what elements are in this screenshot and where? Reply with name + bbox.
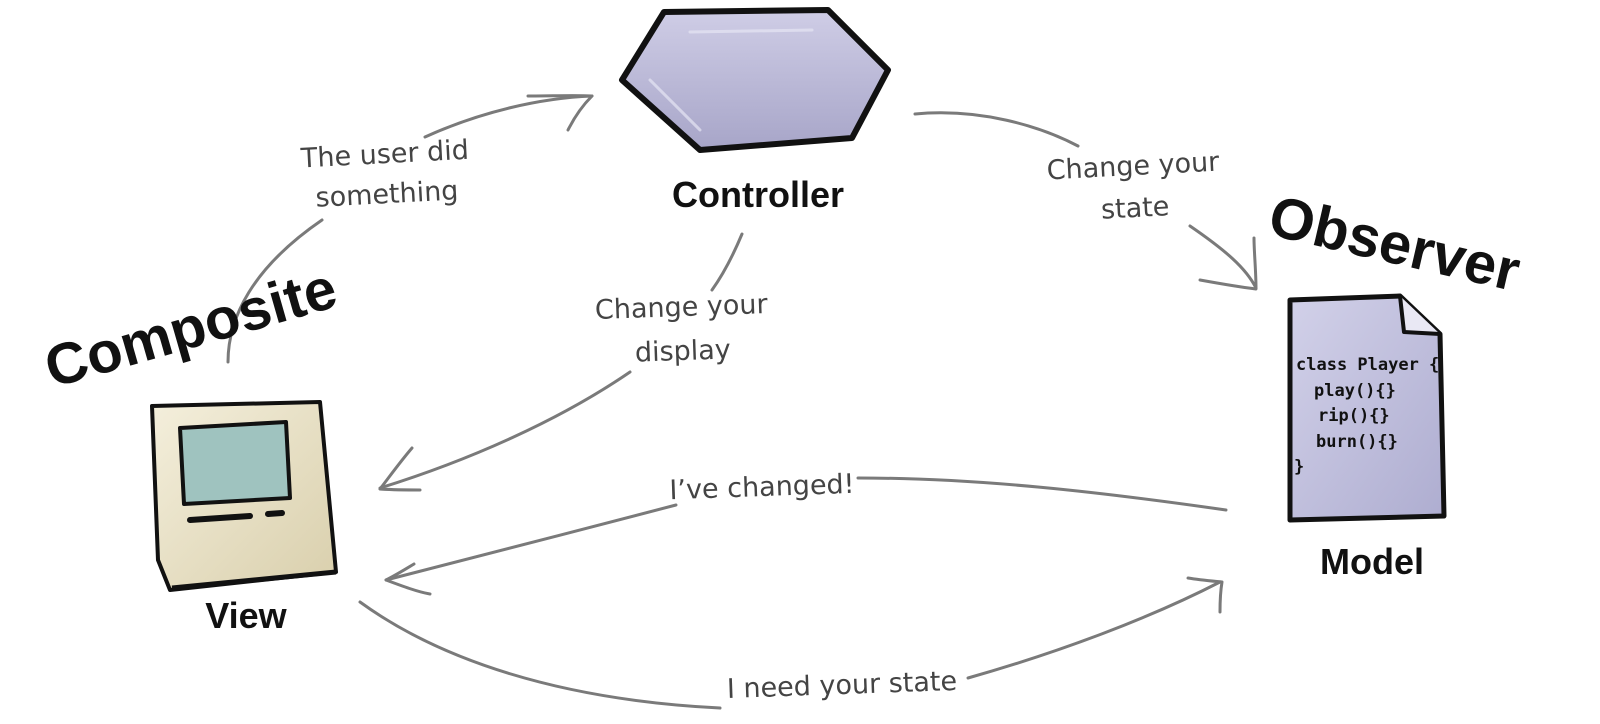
arrowhead-view-to-controller — [526, 94, 594, 132]
arrow-controller-to-model — [913, 111, 1258, 290]
view-label: View — [205, 595, 287, 636]
arrowhead-view-to-model — [1186, 576, 1224, 614]
code-line-1: class Player { — [1296, 355, 1439, 375]
arrows — [226, 94, 1258, 710]
arrow-controller-to-view — [378, 232, 744, 490]
edge-labels: The user didsomething Change your state C… — [299, 135, 1223, 705]
code-line-3: rip(){} — [1318, 406, 1390, 426]
observer-label: Observer — [1263, 183, 1526, 304]
document-icon — [1287, 293, 1447, 523]
edge-label-view-to-model: I need your state — [726, 666, 957, 705]
code-line-2: play(){} — [1314, 381, 1396, 401]
composite-label: Composite — [38, 255, 344, 400]
edge-label-line: display — [634, 334, 731, 368]
model-node: class Player { play(){} rip(){} burn(){}… — [1287, 293, 1447, 582]
arrowhead-controller-to-view — [378, 446, 422, 492]
arrowhead-model-to-view — [384, 562, 432, 596]
edge-label-controller-to-view: Change your display — [594, 289, 770, 370]
arrowhead-controller-to-model — [1198, 236, 1258, 291]
controller-label: Controller — [672, 174, 844, 215]
hexagon-highlight — [648, 28, 814, 132]
edge-label-model-to-view: I’ve changed! — [669, 469, 855, 506]
arrow-view-to-model — [358, 580, 1222, 710]
model-code: class Player { play(){} rip(){} burn(){}… — [1294, 355, 1439, 477]
svg-text:The user didsomething: The user didsomething — [299, 135, 472, 215]
svg-text:Change yourdisplay: Change your display — [594, 289, 770, 370]
edge-label-controller-to-model: Change your state — [1046, 146, 1223, 228]
arrow-model-to-view — [384, 476, 1228, 582]
code-line-4: burn(){} — [1316, 432, 1398, 452]
svg-text:Change yourstate: Change your state — [1046, 146, 1223, 228]
hexagon-icon — [619, 7, 891, 153]
controller-node: Controller — [619, 7, 891, 215]
view-node: View — [150, 400, 338, 636]
edge-label-line: something — [315, 175, 459, 213]
edge-label-line: Change your — [1046, 146, 1221, 186]
model-label: Model — [1320, 541, 1424, 582]
arrow-view-to-controller — [226, 94, 594, 364]
edge-label-line: The user did — [299, 135, 469, 175]
edge-label-view-to-controller: The user didsomething — [299, 135, 472, 215]
code-line-5: } — [1294, 457, 1304, 477]
computer-icon — [150, 400, 338, 592]
edge-label-line: Change your — [594, 289, 769, 326]
edge-label-line: state — [1100, 191, 1170, 226]
